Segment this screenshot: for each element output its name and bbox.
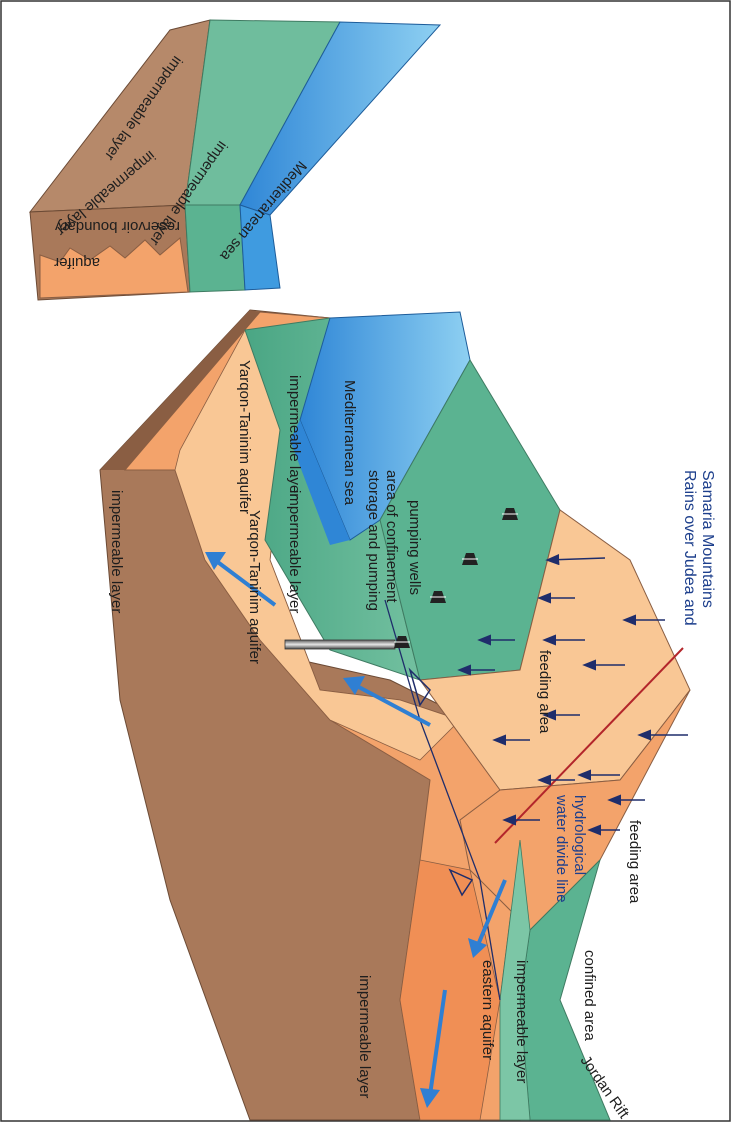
label-pumping-wells: pumping wells: [406, 500, 423, 595]
label-impermeable-brown-main: impermeable layer: [108, 490, 125, 613]
label-med-sea-main: Mediterranean sea: [341, 380, 358, 506]
label-confinement-1: area of confinement: [383, 470, 400, 603]
main-block: [99, 309, 691, 1121]
eastern-aquifer-strip: [399, 859, 501, 1121]
water-table-marker-1: [408, 667, 431, 707]
main-brown-edge: [100, 310, 260, 470]
inset-sea-front: [239, 204, 281, 291]
label-inset-aquifer: aquifer: [54, 254, 100, 271]
impermeable-east-green: [499, 839, 531, 1121]
flow-arrow-3: [476, 879, 507, 946]
rain-arrows: [457, 554, 688, 836]
flow-arrow-3-head: [468, 938, 487, 958]
pumping-well-icon: [394, 508, 518, 648]
label-impermeable-green-front: impermeable layer: [286, 490, 303, 613]
label-inset-reservoir: reservoir boundary: [54, 218, 180, 235]
label-confined-area: confined area: [581, 950, 598, 1042]
label-yarqon-block: Yarqon-Taninim aquifer: [236, 360, 253, 514]
flow-arrow-2: [354, 683, 431, 727]
flow-arrows: [205, 552, 507, 1108]
label-rains-2: Samaria Mountains: [699, 470, 716, 608]
label-confinement-2: storage and pumping: [365, 470, 382, 611]
flow-arrow-2-head: [343, 676, 365, 695]
main-sea-edge: [290, 420, 350, 545]
label-feeding-area-east: feeding area: [626, 820, 643, 904]
water-table-line: [384, 599, 501, 1001]
label-feeding-area-west: feeding area: [536, 650, 553, 734]
label-yarqon-flow: Yarqon-Taninim aquifer: [246, 510, 263, 664]
label-rains-1: Rains over Judea and: [681, 470, 698, 626]
water-table-marker-2: [448, 868, 474, 897]
flow-arrow-4: [428, 989, 447, 1096]
label-impermeable-green-main: impermeable layer: [286, 375, 303, 498]
label-eastern-aquifer: eastern aquifer: [479, 960, 496, 1060]
label-impermeable-bottom: impermeable layer: [356, 975, 373, 1098]
flow-arrow-1-head: [205, 552, 226, 570]
inset-block: [28, 19, 442, 301]
label-impermeable-east: impermeable layer: [513, 960, 530, 1083]
water-divide-line: [494, 647, 684, 844]
label-divide-2: water divide line: [553, 794, 570, 903]
flow-arrow-4-head: [420, 1088, 440, 1108]
well-pipe: [284, 639, 396, 650]
label-divide-1: hydrological: [571, 795, 588, 875]
flow-arrow-1: [213, 558, 277, 607]
inset-aquifer: [39, 237, 189, 299]
